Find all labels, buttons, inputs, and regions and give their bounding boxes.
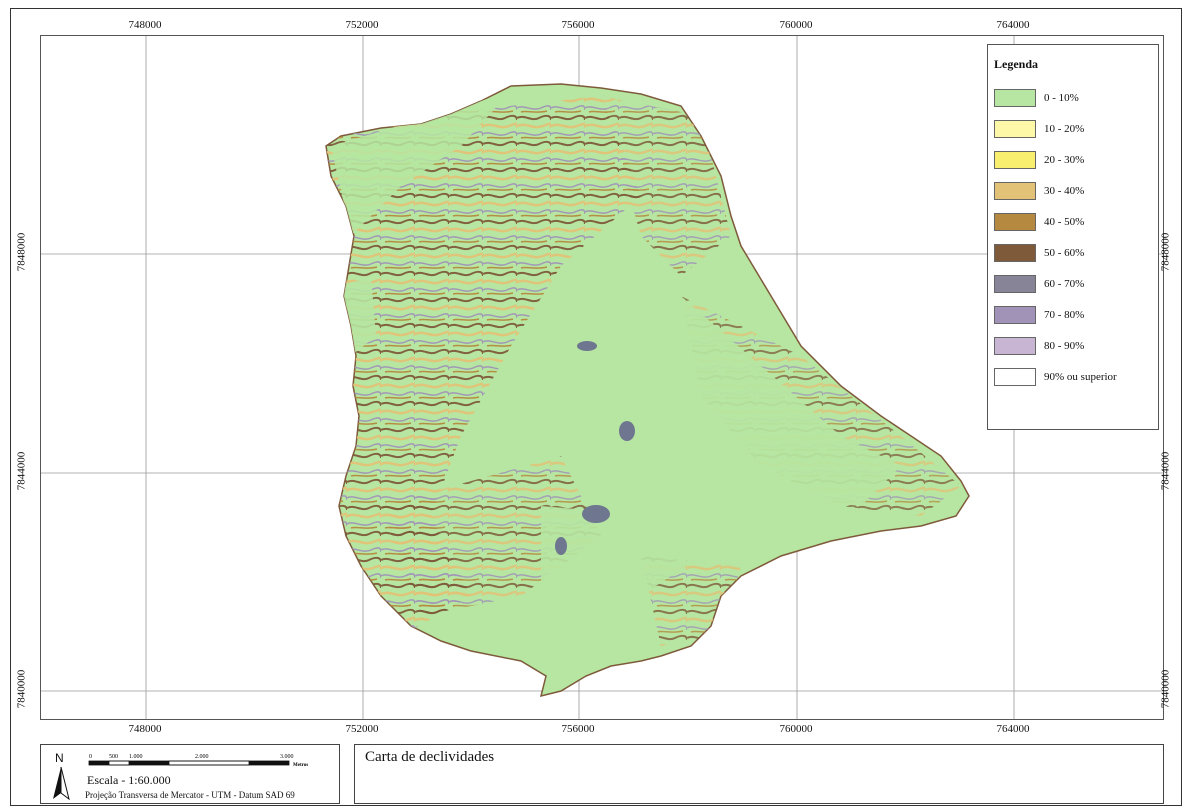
x-tick-bottom-2: 752000 (345, 723, 379, 735)
scale-tick-0: 0 (89, 754, 92, 760)
x-tick-top-2: 752000 (345, 19, 379, 31)
legend-item: 90% ou superior (994, 361, 1152, 392)
slope-map (41, 36, 1163, 719)
scale-tick-2000: 2.000 (195, 754, 209, 760)
y-tick-left-1: 7848000 (15, 232, 28, 272)
map-area (40, 35, 1164, 720)
scale-label: Escala - 1:60.000 (87, 773, 171, 787)
legend-item: 20 - 30% (994, 144, 1152, 175)
legend-swatch (994, 119, 1036, 138)
legend-items: 0 - 10% 10 - 20% 20 - 30% 30 - 40% 40 - 50% 5… (994, 82, 1152, 392)
legend-label: 10 - 20% (1044, 122, 1085, 135)
map-frame (10, 8, 1182, 806)
legend-swatch (994, 274, 1036, 293)
legend-title: Legenda (994, 57, 1039, 71)
y-tick-right-1: 7848000 (1159, 232, 1172, 272)
north-letter: N (55, 751, 64, 765)
legend-swatch (994, 367, 1036, 386)
legend-swatch (994, 336, 1036, 355)
north-arrow-icon (53, 766, 70, 801)
legend-label: 20 - 30% (1044, 153, 1085, 166)
legend-item: 50 - 60% (994, 237, 1152, 268)
legend-label: 60 - 70% (1044, 277, 1085, 290)
legend-label: 40 - 50% (1044, 215, 1085, 228)
projection-label: Projeção Transversa de Mercator - UTM - … (85, 790, 295, 800)
legend-swatch (994, 88, 1036, 107)
x-tick-top-4: 760000 (779, 19, 813, 31)
x-tick-bottom-3: 756000 (561, 723, 595, 735)
legend-item: 10 - 20% (994, 113, 1152, 144)
legend-swatch (994, 181, 1036, 200)
legend-label: 30 - 40% (1044, 184, 1085, 197)
y-tick-left-2: 7844000 (15, 451, 28, 491)
y-tick-left-3: 7840000 (15, 669, 28, 709)
legend-swatch (994, 150, 1036, 169)
legend-label: 90% ou superior (1044, 370, 1117, 383)
title-panel: Carta de declividades (354, 744, 1164, 804)
scale-bar: 0 500 1.000 2.000 3.000 Metros (88, 754, 308, 768)
legend-item: 0 - 10% (994, 82, 1152, 113)
legend-swatch (994, 305, 1036, 324)
y-tick-right-3: 7840000 (1159, 669, 1172, 709)
y-tick-right-2: 7844000 (1159, 451, 1172, 491)
scale-panel: N 0 500 1.000 2.000 3.000 Metros Escala … (40, 744, 340, 804)
x-tick-top-1: 748000 (128, 19, 162, 31)
north-arrow: N (49, 751, 77, 801)
scale-tick-1000: 1.000 (129, 754, 143, 760)
map-title: Carta de declividades (365, 749, 495, 765)
x-tick-bottom-1: 748000 (128, 723, 162, 735)
map-footer: N 0 500 1.000 2.000 3.000 Metros Escala … (40, 744, 1164, 806)
legend-item: 70 - 80% (994, 299, 1152, 330)
legend-label: 70 - 80% (1044, 308, 1085, 321)
x-tick-top-5: 764000 (996, 19, 1030, 31)
legend-swatch (994, 212, 1036, 231)
legend-label: 50 - 60% (1044, 246, 1085, 259)
legend-item: 80 - 90% (994, 330, 1152, 361)
legend-item: 30 - 40% (994, 175, 1152, 206)
scale-tick-500: 500 (109, 754, 118, 760)
legend: Legenda 0 - 10% 10 - 20% 20 - 30% 30 - 40% 4… (987, 44, 1159, 430)
x-tick-bottom-4: 760000 (779, 723, 813, 735)
legend-label: 0 - 10% (1044, 91, 1079, 104)
x-tick-top-3: 756000 (561, 19, 595, 31)
study-area (325, 83, 970, 698)
x-tick-bottom-5: 764000 (996, 723, 1030, 735)
legend-item: 40 - 50% (994, 206, 1152, 237)
scale-unit: Metros (293, 763, 308, 768)
legend-item: 60 - 70% (994, 268, 1152, 299)
legend-label: 80 - 90% (1044, 339, 1085, 352)
scale-tick-3000: 3.000 (280, 754, 294, 760)
legend-swatch (994, 243, 1036, 262)
